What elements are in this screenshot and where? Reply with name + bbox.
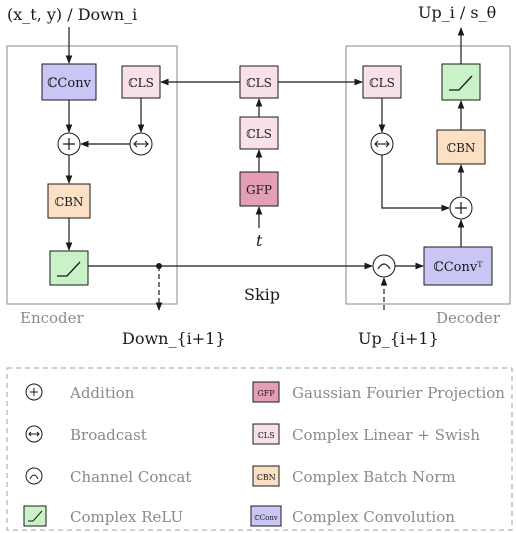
middle-cls-bottom-block: ℂLS — [239, 116, 279, 150]
gfp-label: GFP — [246, 183, 272, 197]
gfp-block: GFP — [239, 171, 279, 207]
encoder-cls-block: ℂLS — [121, 65, 161, 99]
encoder-broadcast-op — [129, 132, 153, 156]
encoder-add-op — [57, 132, 81, 156]
encoder-cconv-label: ℂConv — [47, 76, 91, 91]
legend-add-icon — [25, 383, 43, 401]
legend-addition-text: Addition — [69, 384, 135, 402]
decoder-concat-op — [372, 254, 396, 278]
legend-relu-icon — [23, 505, 47, 527]
t-input-label: t — [256, 231, 263, 250]
connections — [65, 27, 465, 311]
legend-concat-text: Channel Concat — [70, 468, 191, 486]
down-next-label: Down_{i+1} — [122, 329, 226, 348]
encoder-cls-label: ℂLS — [128, 76, 154, 90]
legend-cbn-icon: ℂBN — [252, 465, 280, 487]
encoder-cbn-label: ℂBN — [55, 195, 84, 209]
decoder-cls-label: ℂLS — [369, 76, 395, 90]
decoder-cconvT-label: ℂConvᵀ — [433, 260, 483, 275]
decoder-cbn-block: ℂBN — [436, 129, 486, 165]
encoder-cconv-block: ℂConv — [41, 63, 97, 101]
decoder-broadcast-op — [370, 132, 394, 156]
legend-box — [6, 367, 513, 531]
legend-gfp-icon-label: GFP — [257, 389, 275, 398]
decoder-relu-block — [441, 63, 481, 101]
encoder-panel — [6, 45, 178, 305]
middle-cls-bottom-label: ℂLS — [246, 127, 272, 141]
decoder-cconvT-block: ℂConvᵀ — [423, 246, 493, 286]
encoder-label: Encoder — [20, 309, 85, 327]
skip-label: Skip — [244, 285, 280, 304]
decoder-cbn-label: ℂBN — [447, 141, 476, 155]
skip-junction-dot — [156, 263, 162, 269]
legend-cconv-icon-label: ℂConv — [254, 514, 278, 522]
legend-broadcast-icon — [25, 425, 43, 443]
legend-cbn-text: Complex Batch Norm — [292, 468, 456, 486]
up-next-label: Up_{i+1} — [358, 329, 439, 348]
encoder-relu-block — [49, 250, 89, 286]
legend-cconv-icon: ℂConv — [250, 505, 282, 527]
legend-relu-text: Complex ReLU — [70, 508, 183, 526]
decoder-add-op — [449, 196, 473, 220]
legend-gfp-icon: GFP — [252, 381, 280, 403]
decoder-label: Decoder — [436, 309, 501, 327]
legend-concat-icon — [25, 467, 43, 485]
input-label: (x_t, y) / Down_i — [7, 5, 137, 24]
legend-cbn-icon-label: ℂBN — [256, 473, 275, 482]
decoder-panel — [345, 45, 511, 305]
middle-cls-top-block: ℂLS — [239, 65, 279, 99]
encoder-cbn-block: ℂBN — [47, 183, 91, 219]
middle-cls-top-label: ℂLS — [246, 76, 272, 90]
legend-cls-icon-label: ℂLS — [257, 431, 274, 440]
legend-cls-text: Complex Linear + Swish — [292, 426, 480, 444]
output-label: Up_i / s_θ — [418, 3, 496, 22]
decoder-cls-block: ℂLS — [362, 65, 402, 99]
legend-cconv-text: Complex Convolution — [292, 508, 455, 526]
legend-gfp-text: Gaussian Fourier Projection — [292, 384, 505, 402]
legend-cls-icon: ℂLS — [252, 423, 280, 445]
legend-broadcast-text: Broadcast — [70, 426, 147, 444]
